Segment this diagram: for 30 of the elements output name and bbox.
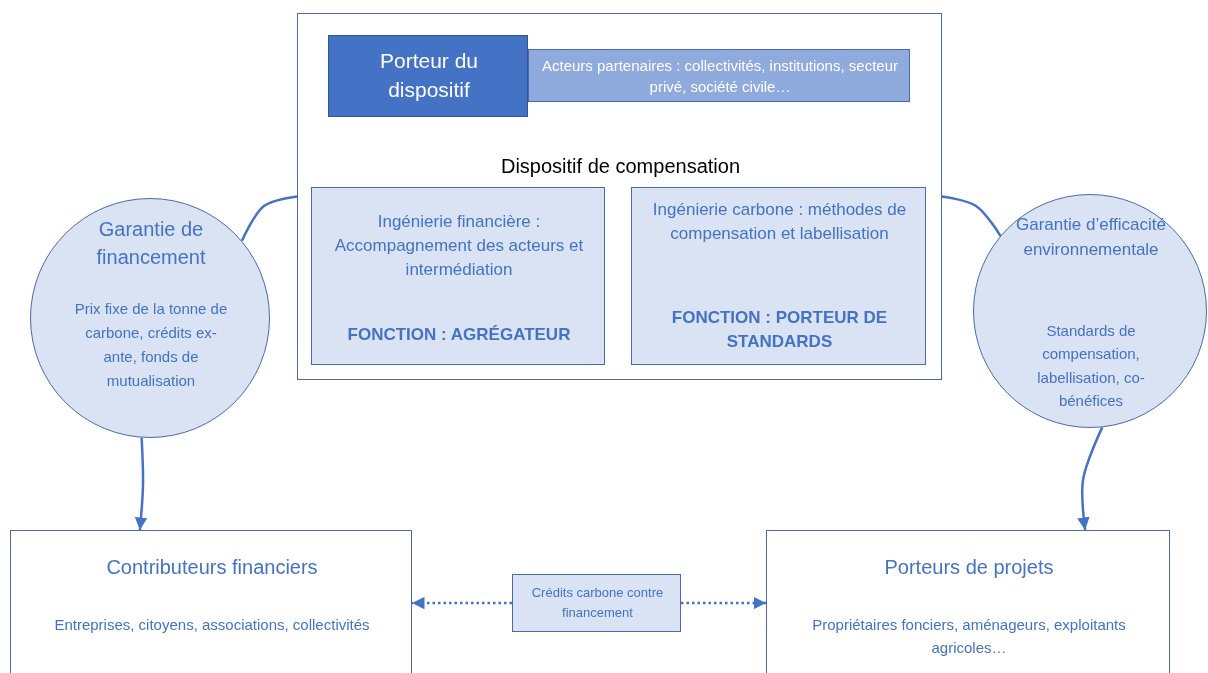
box-description: Propriétaires fonciers, aménageurs, exploitants agricoles… [811,615,1127,659]
box-description: Entreprises, citoyens, associations, collectivités [53,615,371,635]
process-box [528,49,910,102]
actor-box [766,530,1170,673]
exchange-box [512,574,681,632]
process-box [328,35,528,117]
box-label: Crédits carbone contre financement [530,584,665,622]
dotted-arrow [412,596,512,610]
circle-title: Garantie d’efficacité environnementale [1016,214,1166,261]
arrow [1077,426,1104,531]
dotted-arrow [681,596,766,610]
box-label: Acteurs partenaires : collectivités, institutions, secteur privé, société civile… [541,56,899,97]
circle-description: Standards de compensation, labellisation, co-bénéfices [1036,321,1146,411]
circle-title: Garantie de financement [95,217,207,270]
process-box [631,187,926,365]
connector-line [941,195,1002,237]
actor-box [10,530,412,673]
box-title: Contributeurs financiers [105,555,319,580]
box-title: Porteurs de projets [883,555,1055,580]
box-description: Ingénierie financière : Accompagnement des acteurs et intermédiation [333,211,585,281]
connector-line [240,195,298,242]
function-label: FONCTION : AGRÉGATEUR [346,324,572,346]
outer-frame-box [297,13,942,380]
circle-description: Prix fixe de la tonne de carbone, crédits ex-ante, fonds de mutualisation [73,299,229,391]
frame-title: Dispositif de compensation [500,154,741,179]
function-label: FONCTION : PORTEUR DE STANDARDS [670,307,889,353]
box-description: Ingénierie carbone : méthodes de compensation et labellisation [651,199,908,245]
process-box [311,187,605,365]
arrow [134,437,148,531]
box-label: Porteur du dispositif [378,48,480,104]
